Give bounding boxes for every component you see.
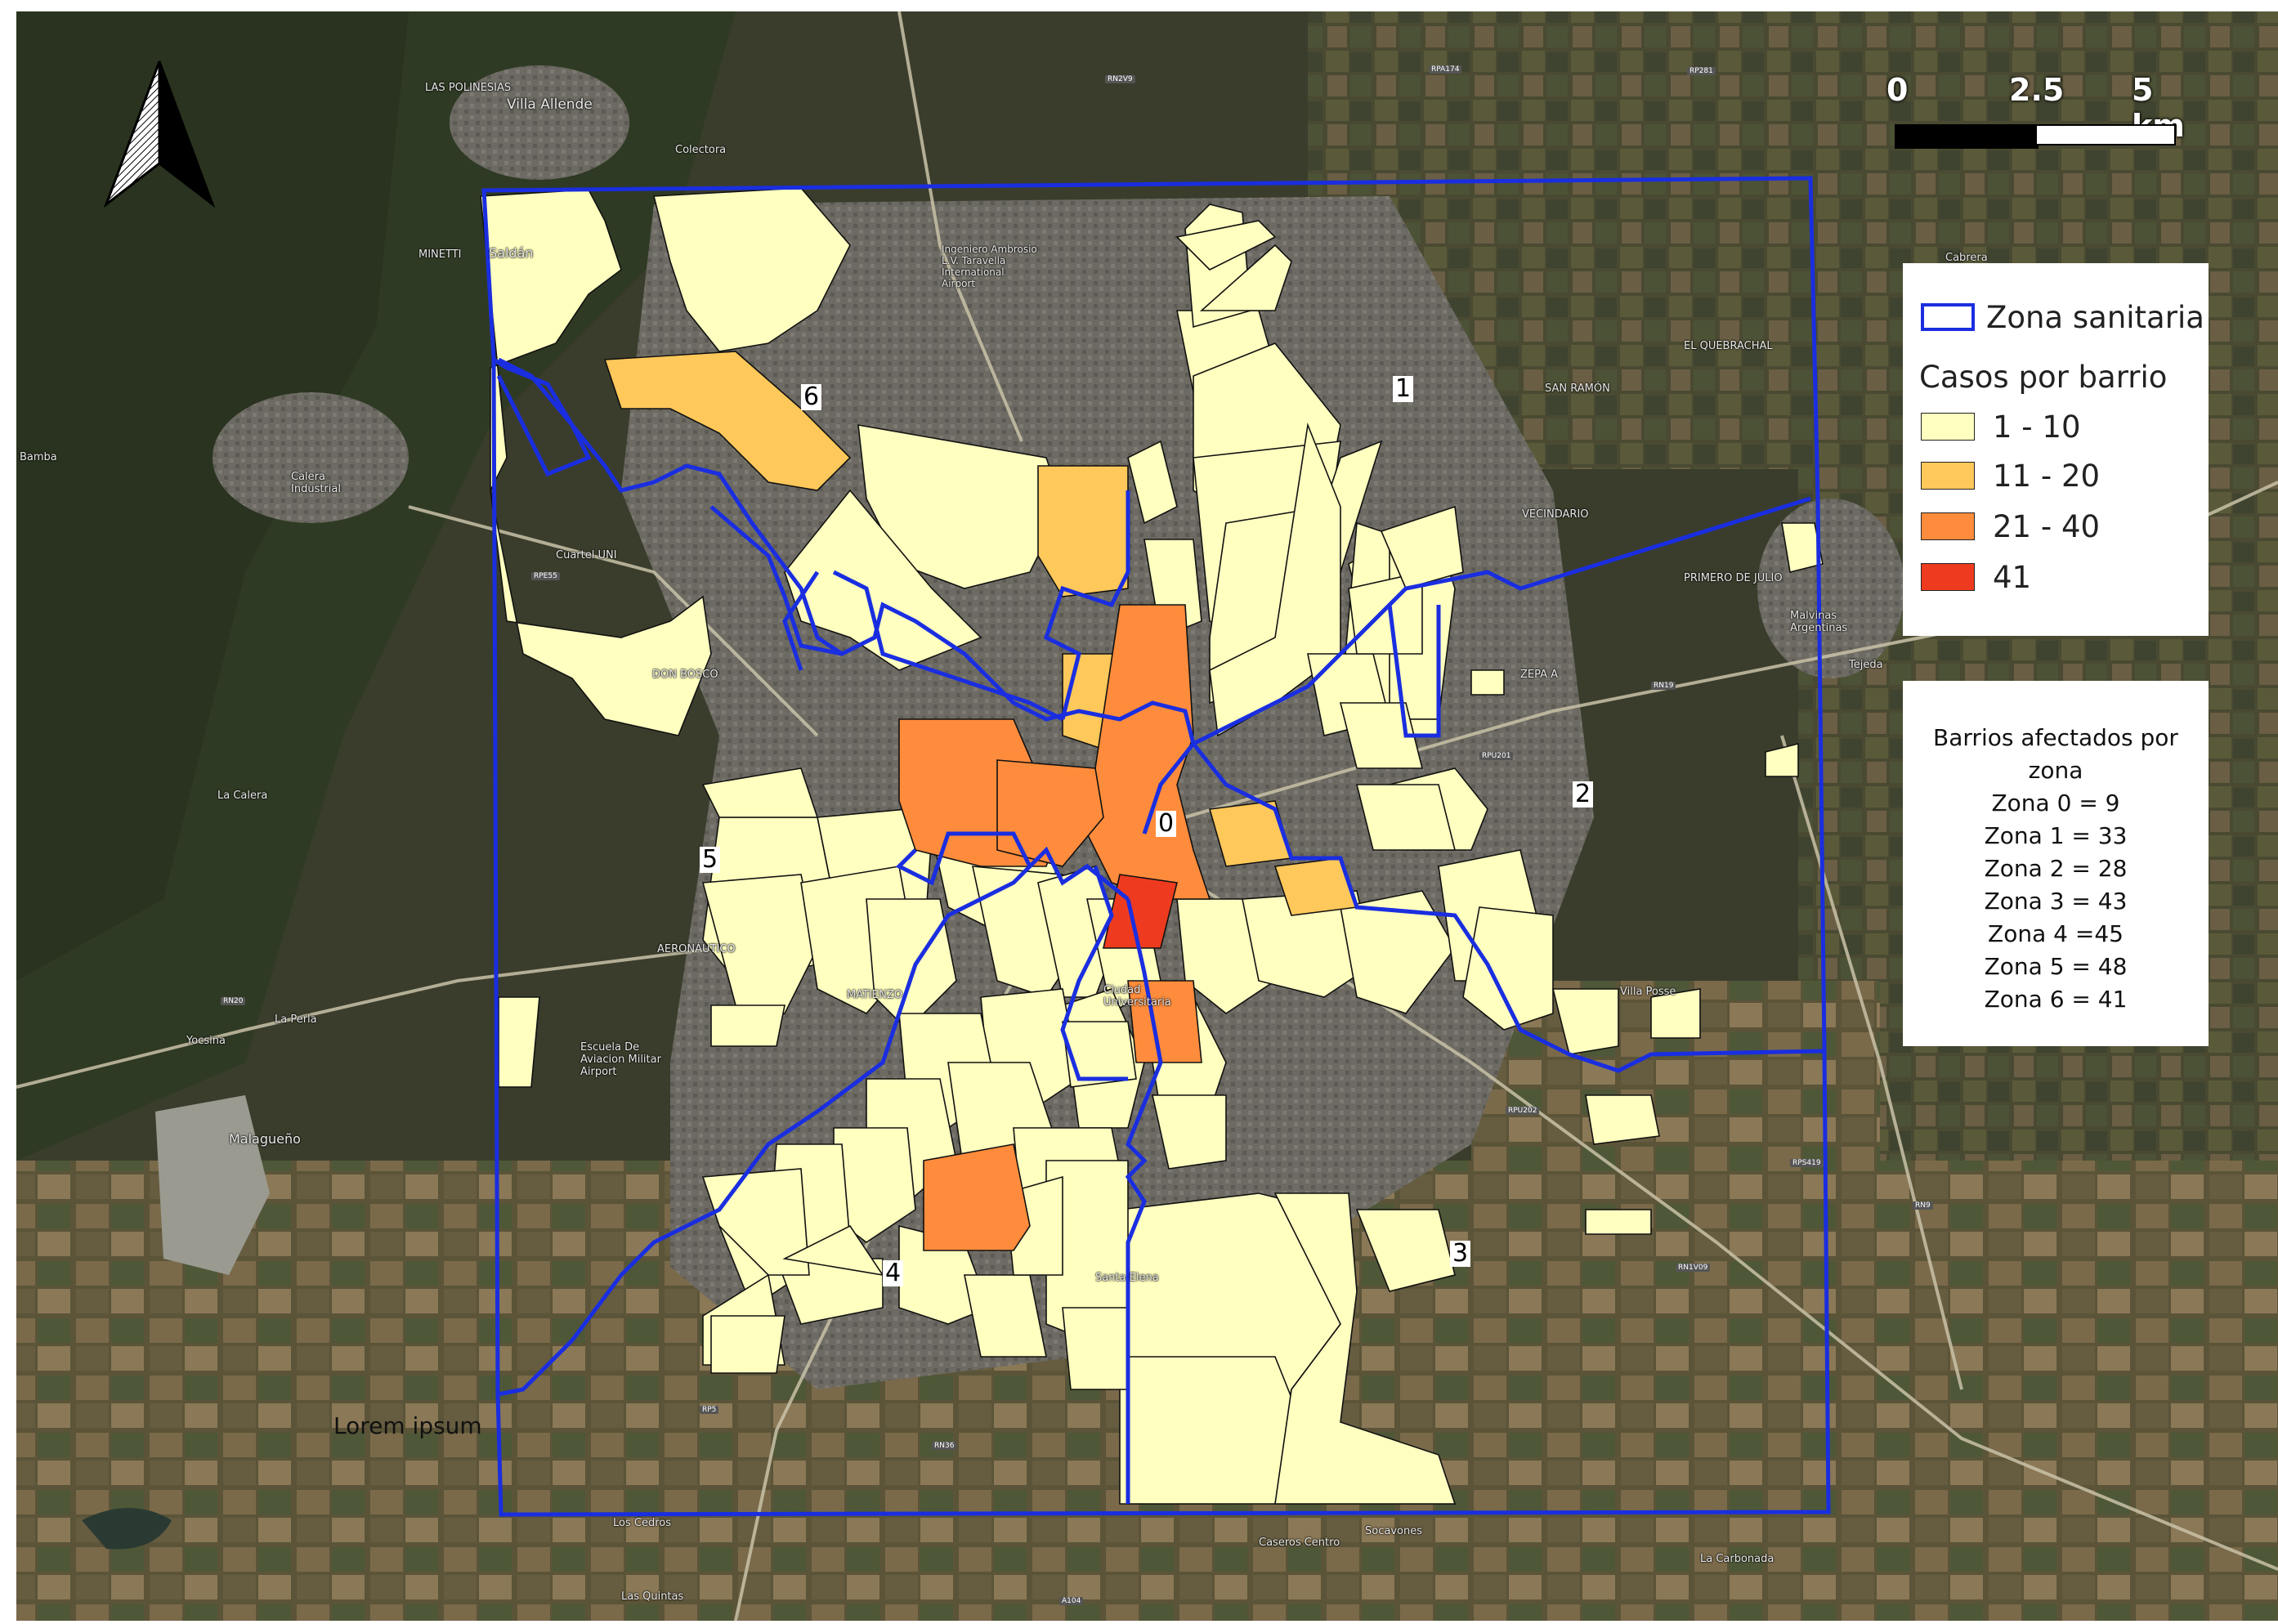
- place-label: Tejeda: [1849, 659, 1883, 671]
- stats-title: Barrios afectados por zona: [1933, 724, 2178, 784]
- white-left-margin: [0, 0, 16, 1621]
- place-label: Yocsina: [186, 1035, 226, 1047]
- place-label: Socavones: [1365, 1525, 1422, 1537]
- place-label: Escuela De Aviacion Militar Airport: [580, 1041, 661, 1078]
- legend-heading: Casos por barrio: [1919, 360, 2168, 395]
- place-label: Cabrera: [1945, 252, 1988, 264]
- fields-southeast: [1471, 981, 1880, 1618]
- stat-line: Zona 5 = 48: [1984, 953, 2128, 980]
- place-label: Malvinas Argentinas: [1790, 610, 1848, 634]
- zone-boundaries: [481, 176, 1831, 1517]
- barrios-21-40: [898, 604, 1211, 1251]
- legend-swatch: [1921, 512, 1975, 540]
- legend-swatch: [1921, 563, 1975, 591]
- legend-class-row: 21 - 40: [1921, 508, 2101, 544]
- legend-class-row: 11 - 20: [1921, 458, 2101, 494]
- road-label: RPU201: [1479, 752, 1514, 760]
- stats-panel: Barrios afectados por zona Zona 0 = 9 Zo…: [1903, 681, 2209, 1046]
- road-label: RPE55: [531, 572, 560, 580]
- place-label: La Calera: [217, 790, 268, 802]
- watermark-text: Lorem ipsum: [333, 1412, 482, 1439]
- road-label: RN19: [1651, 682, 1676, 690]
- la-calera-urban: [213, 392, 409, 523]
- place-label: Villa Posse: [1620, 986, 1676, 998]
- legend-zone-label: Zona sanitaria: [1986, 299, 2204, 335]
- zone-number-5: 5: [700, 847, 721, 873]
- place-label: ZEPA A: [1520, 669, 1559, 681]
- place-label: Bamba: [20, 451, 57, 463]
- quarry: [155, 1095, 270, 1275]
- place-label: Calera Industrial: [291, 471, 341, 495]
- place-label: Colectora: [675, 144, 727, 156]
- stat-line: Zona 3 = 43: [1984, 888, 2128, 915]
- place-label: Los Cedros: [613, 1517, 671, 1529]
- road-label: A104: [1059, 1597, 1084, 1605]
- scale-bar-black: [1895, 124, 2039, 149]
- scale-tick-0: 0: [1886, 72, 1909, 108]
- place-label: LAS POLINESIAS: [425, 82, 512, 94]
- zone-number-3: 3: [1450, 1241, 1471, 1267]
- north-arrow-icon: [103, 60, 216, 208]
- zone-number-2: 2: [1573, 781, 1594, 808]
- zone-number-1: 1: [1393, 376, 1414, 402]
- legend-zone-row: Zona sanitaria: [1921, 299, 2204, 335]
- road-label: RN36: [932, 1442, 957, 1450]
- place-label: PRIMERO DE JULIO: [1684, 572, 1783, 584]
- scale-bar-white: [2035, 124, 2176, 145]
- road-label: RN20: [221, 997, 246, 1005]
- road-label: RPA174: [1429, 65, 1462, 74]
- place-label: Cuartel UNI: [556, 549, 617, 561]
- white-top-margin: [0, 0, 2278, 11]
- place-label: Ingeniero Ambrosio L.V. Taravella Intern…: [942, 244, 1037, 289]
- place-label: La Carbonada: [1700, 1553, 1775, 1565]
- legend-class-label: 1 - 10: [1993, 409, 2081, 445]
- zone-number-0: 0: [1156, 811, 1177, 837]
- legend-class-row: 1 - 10: [1921, 409, 2081, 445]
- scale-bar: 0 2.5 5 km: [1886, 72, 2185, 154]
- legend-class-row: 41: [1921, 559, 2032, 595]
- legend-class-label: 41: [1993, 559, 2032, 595]
- road-label: RN1V09: [1676, 1264, 1711, 1272]
- place-label: Las Quintas: [621, 1590, 684, 1603]
- place-label: Ciudad Universitaria: [1103, 984, 1171, 1009]
- place-label: Malagueño: [229, 1131, 301, 1147]
- scale-tick-mid: 2.5: [2009, 72, 2065, 108]
- barrios-11-20: [603, 351, 1358, 916]
- legend-swatch: [1921, 413, 1975, 441]
- place-label: EL QUEBRACHAL: [1684, 340, 1773, 352]
- legend-class-label: 21 - 40: [1993, 508, 2101, 544]
- road-label: RPS419: [1790, 1159, 1824, 1167]
- road-label: RN2V9: [1105, 75, 1135, 83]
- stat-line: Zona 2 = 28: [1984, 855, 2128, 882]
- legend-class-label: 11 - 20: [1993, 458, 2101, 494]
- place-label: Saldán: [489, 245, 534, 261]
- place-label: SAN RAMÓN: [1545, 383, 1610, 395]
- hills-west-shade: [16, 11, 409, 981]
- stat-line: Zona 6 = 41: [1984, 986, 2128, 1013]
- stat-line: Zona 0 = 9: [1991, 790, 2120, 816]
- place-label: MATIENZO: [847, 989, 902, 1001]
- road-label: RN9: [1913, 1201, 1933, 1210]
- zone-number-6: 6: [801, 384, 822, 410]
- legend: Zona sanitaria Casos por barrio 1 - 10 1…: [1903, 263, 2209, 636]
- place-label: DON BOSCO: [652, 669, 718, 681]
- road-label: RP5: [700, 1406, 719, 1414]
- place-label: Villa Allende: [507, 96, 593, 113]
- legend-zone-swatch: [1921, 303, 1975, 331]
- place-label: VECINDARIO: [1522, 508, 1589, 521]
- place-label: Caseros Centro: [1259, 1537, 1340, 1549]
- road-label: RPU202: [1506, 1107, 1540, 1115]
- place-label: La Perla: [275, 1013, 317, 1026]
- zone-number-4: 4: [883, 1260, 904, 1286]
- place-label: MINETTI: [418, 248, 462, 261]
- villa-allende-urban: [450, 65, 629, 180]
- road-label: RP281: [1687, 67, 1716, 75]
- lake: [82, 1508, 172, 1550]
- malvinas-urban: [1757, 499, 1904, 678]
- stat-line: Zona 1 = 33: [1984, 822, 2128, 849]
- place-label: Santa Elena: [1095, 1272, 1159, 1284]
- legend-swatch: [1921, 462, 1975, 490]
- stat-line: Zona 4 =45: [1988, 920, 2124, 947]
- place-label: AERONÁUTICO: [657, 943, 736, 955]
